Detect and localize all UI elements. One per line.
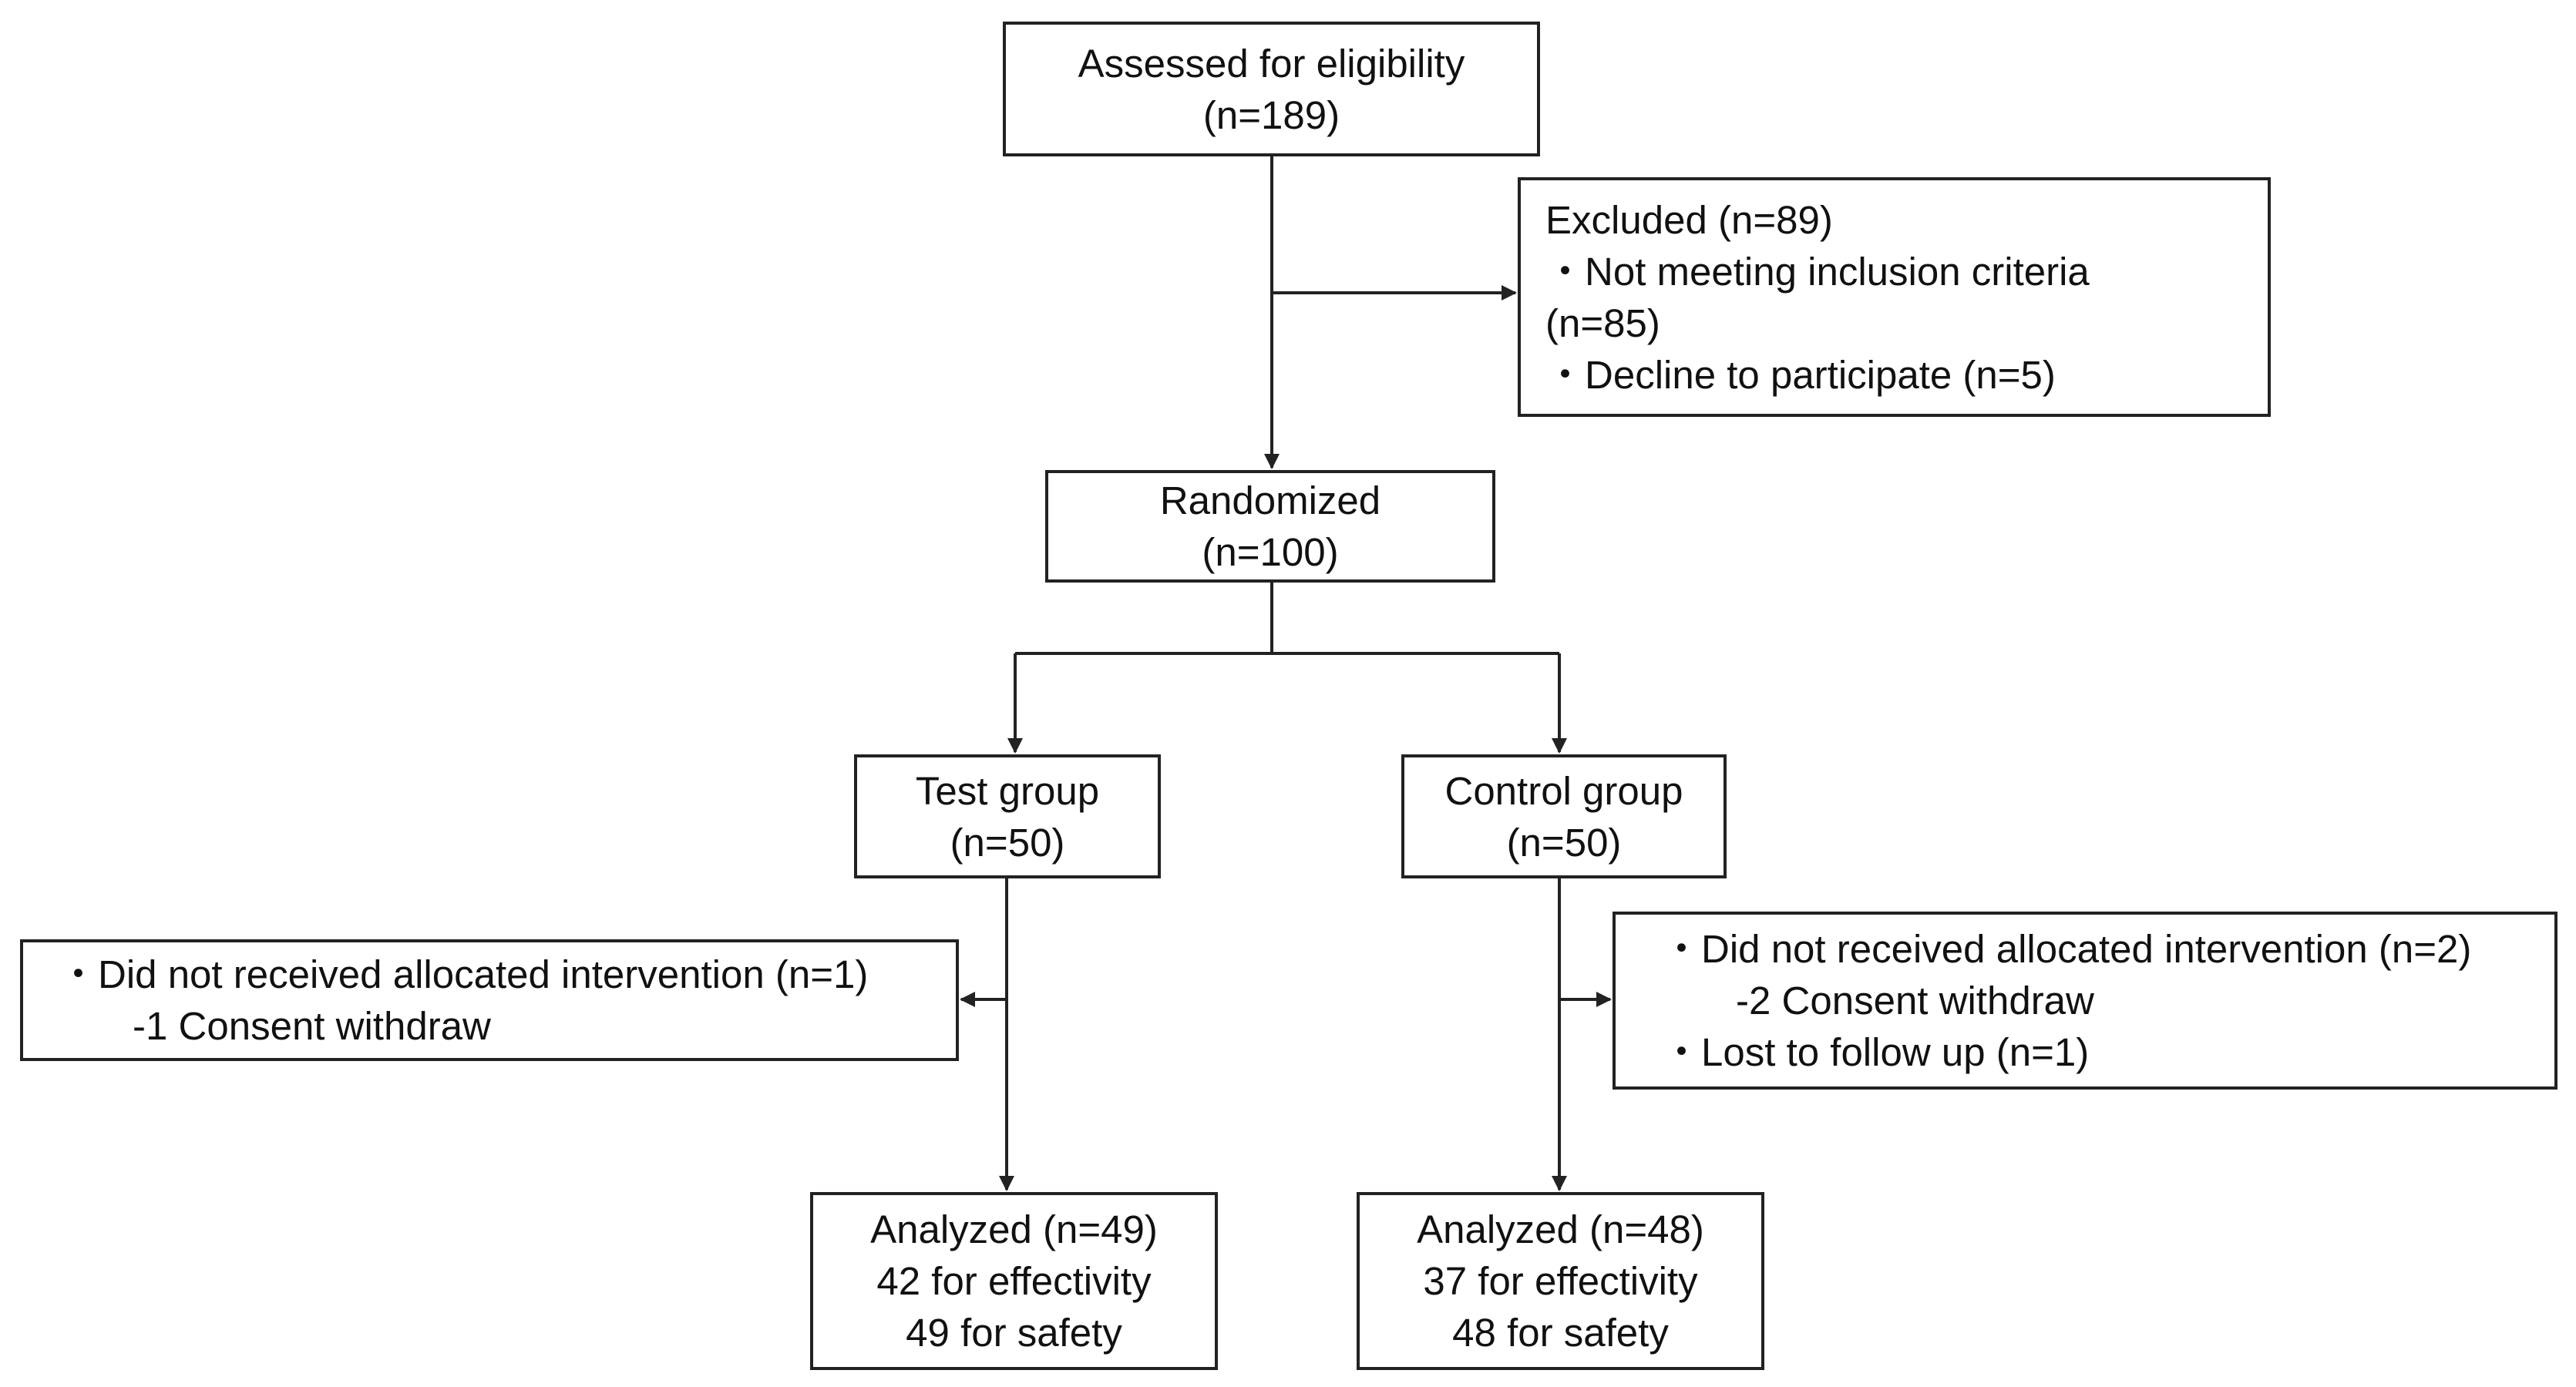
control-exclusions-box: ・Did not received allocated intervention… [1613,912,2558,1090]
assessed-label: Assessed for eligibility [1078,41,1465,86]
control-group-box: Control group (n=50) [1401,754,1727,878]
assessed-box: Assessed for eligibility (n=189) [1003,22,1540,156]
control-analyzed-effectivity: 37 for effectivity [1423,1259,1698,1303]
test-group-label: Test group [915,768,1100,813]
test-analyzed-safety: 49 for safety [906,1311,1122,1355]
randomized-count: (n=100) [1202,530,1339,574]
excluded-item-declined: ・Decline to participate (n=5) [1545,352,2056,397]
control-analyzed-safety: 48 for safety [1452,1311,1669,1355]
excluded-box: Excluded (n=89) ・Not meeting inclusion c… [1518,177,2271,417]
excluded-title: Excluded (n=89) [1545,197,1833,242]
control-exclusion-item: ・Did not received allocated intervention… [1662,927,2472,971]
randomized-box: Randomized (n=100) [1045,470,1495,583]
test-exclusion-subitem: -1 Consent withdraw [133,1004,491,1048]
control-exclusion-lost: ・Lost to follow up (n=1) [1662,1030,2090,1074]
test-group-count: (n=50) [950,820,1065,865]
excluded-item-inclusion: ・Not meeting inclusion criteria [1545,249,2090,294]
test-analyzed-box: Analyzed (n=49) 42 for effectivity 49 fo… [810,1192,1218,1370]
control-group-label: Control group [1444,768,1683,813]
control-analyzed-count: Analyzed (n=48) [1417,1207,1704,1251]
excluded-item-inclusion-count: (n=85) [1545,301,1660,345]
test-analyzed-count: Analyzed (n=49) [870,1207,1158,1251]
randomized-label: Randomized [1159,479,1381,522]
test-exclusions-box: ・Did not received allocated intervention… [20,939,959,1061]
assessed-count: (n=189) [1202,92,1340,137]
control-group-count: (n=50) [1506,820,1622,865]
test-analyzed-effectivity: 42 for effectivity [876,1259,1152,1303]
control-exclusion-subitem: -2 Consent withdraw [1736,979,2094,1023]
test-group-box: Test group (n=50) [854,754,1161,878]
control-analyzed-box: Analyzed (n=48) 37 for effectivity 48 fo… [1357,1192,1764,1370]
test-exclusion-item: ・Did not received allocated intervention… [59,952,869,996]
